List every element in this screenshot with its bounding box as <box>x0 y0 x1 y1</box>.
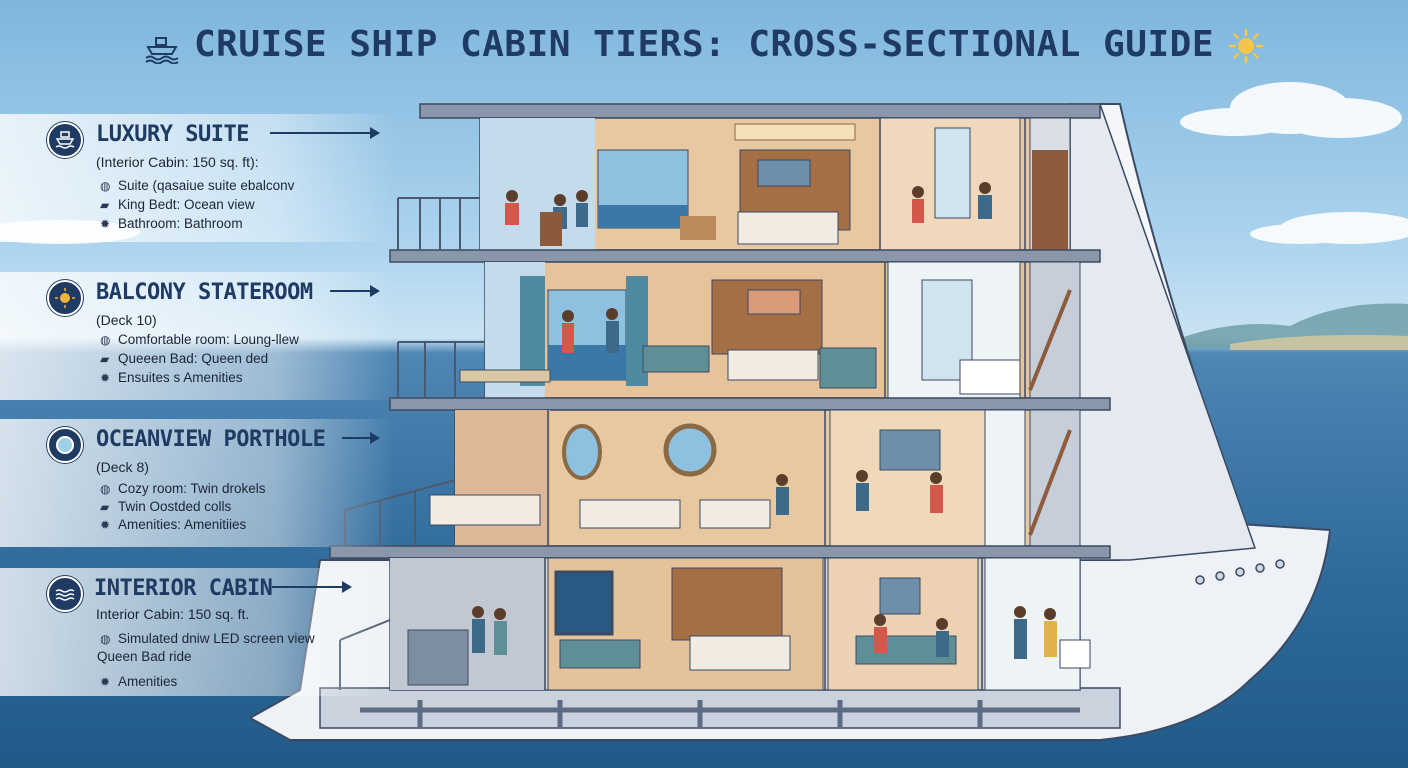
page-title: CRUISE SHIP CABIN TIERS: CROSS-SECTIONAL… <box>0 24 1408 65</box>
tier-feature: ◍Simulated dniw LED screen view <box>100 631 315 646</box>
sun-icon <box>47 280 83 316</box>
tier-feature: ✹Amenities: Amenitiies <box>100 517 247 532</box>
arrow-icon <box>272 581 352 593</box>
sun-icon: ✹ <box>100 371 111 385</box>
tier-feature: ◍Comfortable room: Loung-llew <box>100 332 299 347</box>
ship-icon <box>47 122 83 158</box>
sun-icon <box>1228 28 1264 64</box>
tier-feature: ✹Amenities <box>100 674 178 689</box>
tier-feature: ◍Suite (qasaiue suite ebalconv <box>100 178 295 193</box>
ship-icon <box>144 32 180 65</box>
tier-feature: ▰Queeen Bad: Queen ded <box>100 351 269 366</box>
globe-icon: ◍ <box>100 333 111 347</box>
tier-feature: ✹Ensuites s Amenities <box>100 370 243 385</box>
sun-icon: ✹ <box>100 217 111 231</box>
tier-subtitle: (Deck 10) <box>96 312 157 328</box>
porthole-icon <box>47 427 83 463</box>
arrow-icon <box>330 285 380 297</box>
globe-icon: ◍ <box>100 179 111 193</box>
tier-feature: ▰Twin Oostded colls <box>100 499 232 514</box>
bed-icon: ▰ <box>100 500 110 514</box>
tier-feature: ▰King Bedt: Ocean view <box>100 197 255 212</box>
waves-icon <box>47 576 83 612</box>
arrow-icon <box>342 432 380 444</box>
tier-name: LUXURY SUITE <box>96 122 249 147</box>
tier-subtitle: Interior Cabin: 150 sq. ft. <box>96 606 250 622</box>
sun-icon: ✹ <box>100 675 111 689</box>
tier-name: OCEANVIEW PORTHOLE <box>96 427 326 452</box>
tier-feature: ◍Cozy room: Twin drokels <box>100 481 266 496</box>
globe-icon: ◍ <box>100 482 111 496</box>
bed-icon: ▰ <box>100 198 110 212</box>
bed-icon: ▰ <box>100 352 110 366</box>
tier-subtitle: (Interior Cabin: 150 sq. ft): <box>96 154 259 170</box>
tier-subtitle: (Deck 8) <box>96 459 149 475</box>
tier-feature: Queen Bad ride <box>97 649 192 664</box>
sun-icon: ✹ <box>100 518 111 532</box>
tier-name: BALCONY STATEROOM <box>96 280 313 305</box>
tier-name: INTERIOR CABIN <box>94 576 273 601</box>
globe-icon: ◍ <box>100 632 111 646</box>
tier-feature: ✹Bathroom: Bathroom <box>100 216 243 231</box>
page-title-text: CRUISE SHIP CABIN TIERS: CROSS-SECTIONAL… <box>194 24 1214 65</box>
arrow-icon <box>270 127 380 139</box>
